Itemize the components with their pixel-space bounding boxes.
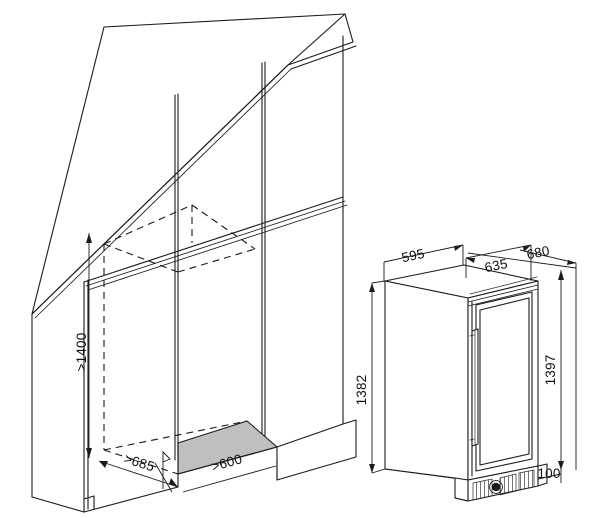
dim-label-niche-depth: >685 — [122, 451, 156, 474]
dimension-depth-635: 635 — [465, 244, 532, 281]
dim-685-line — [98, 460, 179, 488]
dim-label-plinth-100: 100 — [537, 466, 560, 481]
appliance-bottom-front-edge — [454, 497, 469, 502]
dim-680-arrow — [567, 260, 576, 265]
door-handle-mount-bottom — [469, 438, 475, 441]
appliance-bottom-left-edge — [384, 468, 456, 479]
cabinet-top-front-fold — [31, 64, 289, 315]
dim-600-line — [182, 465, 277, 493]
cabinet-divider-front-inner2 — [87, 204, 348, 291]
dim-685-witness-arrow — [162, 450, 171, 463]
dim-label-depth-595: 595 — [400, 246, 426, 265]
niche-figure: >1400 >685 >600 — [31, 13, 357, 513]
dimension-depth-595: 595 — [383, 244, 464, 281]
cabinet-divider-front — [83, 196, 344, 283]
dim-1382-arrow-bottom — [369, 464, 375, 473]
dim-685-ext-right — [154, 462, 173, 493]
door-handle — [469, 328, 479, 447]
dimension-plinth-100: 100 — [537, 463, 562, 486]
grille-right-bottom — [537, 482, 548, 487]
dim-635-arrow-r — [523, 245, 531, 252]
dim-1400-arrow-top — [86, 233, 92, 243]
dimension-niche-height: >1400 — [74, 233, 92, 458]
niche-floor-front-edge — [177, 446, 278, 475]
appliance-door-glass-inner — [479, 297, 530, 466]
cabinet-top-right-band — [290, 45, 357, 70]
dim-680-line-guide — [467, 252, 577, 269]
niche-hidden-top-front-right — [177, 248, 256, 273]
appliance-door-top-edge-hair — [469, 276, 538, 295]
niche-hidden-bottom-back — [103, 420, 248, 451]
dim-1397-arrow-top — [558, 270, 564, 280]
dim-595-arrow — [454, 245, 463, 251]
door-handle-mount-top — [469, 334, 475, 337]
dim-685-arrow-left — [99, 461, 108, 468]
grille-panel-left — [472, 478, 493, 501]
plinth-notch-left — [83, 495, 95, 500]
dim-680-line — [519, 249, 577, 264]
cabinet-top-front-edge — [287, 41, 354, 66]
niche-hidden-top-front-left — [103, 243, 179, 273]
dim-label-height-1397: 1397 — [543, 355, 558, 386]
dim-1382-ext-top — [371, 280, 386, 284]
niche-hidden-bottom-left — [103, 449, 179, 475]
cabinet-base-right-kick — [342, 419, 357, 425]
dim-595-line — [383, 244, 464, 263]
dim-685-arrow-right — [169, 478, 178, 487]
dim-label-height-1382: 1382 — [354, 375, 369, 406]
cabinet-left-bottom-edge — [31, 496, 85, 513]
cabinet-base-front-right — [276, 456, 357, 481]
grille-panel-right — [518, 469, 535, 491]
dimension-depth-680: 680 — [467, 243, 577, 470]
niche-floor-right-run — [276, 423, 344, 448]
dimension-height-1397: 1397 — [543, 270, 564, 470]
dim-1400-arrow-bottom — [86, 448, 92, 458]
dim-label-depth-635: 635 — [483, 256, 509, 275]
grille-right-top — [537, 463, 548, 467]
appliance-left-side-face — [384, 280, 469, 481]
dimension-height-1382: 1382 — [354, 280, 386, 474]
dim-label-niche-height: >1400 — [74, 333, 89, 372]
niche-hidden-top-back-left — [103, 204, 193, 245]
dim-1382-ext-bottom — [371, 468, 386, 474]
dimension-niche-depth: >685 — [98, 450, 179, 493]
appliance-figure: 595 635 680 1382 — [354, 243, 577, 502]
appliance-door-top-trim-2 — [467, 288, 539, 307]
dim-635-line — [465, 244, 532, 259]
bottom-grille — [472, 469, 535, 501]
bottom-grille-left-return — [454, 477, 469, 502]
appliance-door-top-trim-1 — [467, 284, 539, 303]
grille-panel-middle — [499, 473, 517, 496]
dim-100-line — [537, 473, 562, 480]
grille-knob[interactable] — [491, 482, 501, 492]
cabinet-top-right-corner — [344, 13, 354, 43]
cabinet-divider-front-inner — [85, 200, 346, 287]
cabinet-top-front-fold-inner — [34, 68, 292, 319]
grille-knob-ring — [489, 480, 503, 494]
niche-hidden-top-back-right — [191, 204, 256, 250]
dim-635-arrow-l — [466, 258, 475, 263]
dim-label-depth-680: 680 — [525, 243, 551, 262]
cabinet-base-front-left — [83, 486, 179, 513]
dim-1382-arrow-top — [369, 283, 375, 292]
